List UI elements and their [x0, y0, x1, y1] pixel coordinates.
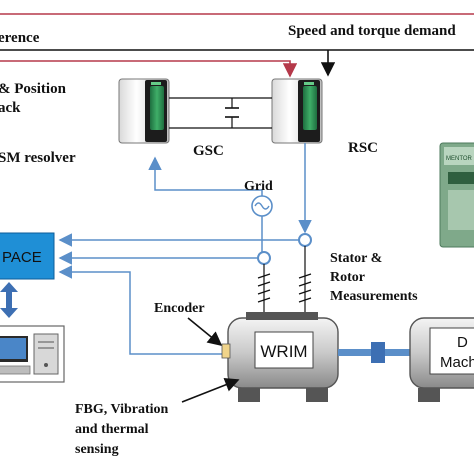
stator-sensor-icon — [257, 251, 271, 265]
dc-label-1: D — [457, 334, 468, 351]
dc-machine: D Mach — [409, 317, 474, 402]
stator-label-2: Rotor — [330, 270, 365, 285]
fbg-pointer — [181, 377, 240, 403]
reference-label: erence — [0, 30, 40, 46]
gsc-converter — [118, 78, 170, 144]
rsc-label: RSC — [348, 140, 378, 156]
wrim-motor: WRIM — [221, 312, 339, 402]
fbg-label-3: sensing — [75, 442, 119, 457]
rotor-winding — [298, 246, 312, 318]
encoder-feedback-line — [58, 265, 222, 355]
grid-source-icon — [251, 195, 273, 217]
feedback-label: ack — [0, 100, 21, 116]
gsc-grid-connection — [148, 156, 263, 196]
dc-drive: MENTOR — [439, 142, 474, 248]
dspace-label: PACE — [2, 249, 42, 266]
dc-label-2: Mach — [440, 354, 474, 371]
fbg-label-1: FBG, Vibration — [75, 402, 169, 417]
speed-torque-demand-line — [0, 49, 474, 77]
red-demand-line — [0, 60, 298, 78]
rotor-sensor-icon — [298, 233, 312, 247]
dspace-pc-link — [0, 282, 18, 318]
dc-link — [169, 97, 272, 129]
encoder-label: Encoder — [154, 301, 205, 316]
stator-label-1: Stator & — [330, 251, 382, 266]
gsc-label: GSC — [193, 143, 224, 159]
pc-workstation — [0, 325, 65, 383]
rsc-converter — [271, 78, 323, 144]
stator-label-3: Measurements — [330, 289, 418, 304]
shaft-coupling — [338, 342, 410, 363]
position-label: & Position — [0, 81, 67, 97]
fbg-label-2: and thermal — [75, 422, 149, 437]
stator-winding — [257, 264, 271, 318]
dspace-controller: PACE — [0, 232, 55, 280]
drive-brand-label: MENTOR — [446, 156, 473, 162]
resolver-label: SM resolver — [0, 150, 76, 166]
encoder-pointer — [187, 317, 223, 347]
wrim-label: WRIM — [260, 342, 307, 361]
speed-torque-label: Speed and torque demand — [288, 23, 456, 39]
grid-label: Grid — [244, 179, 273, 194]
